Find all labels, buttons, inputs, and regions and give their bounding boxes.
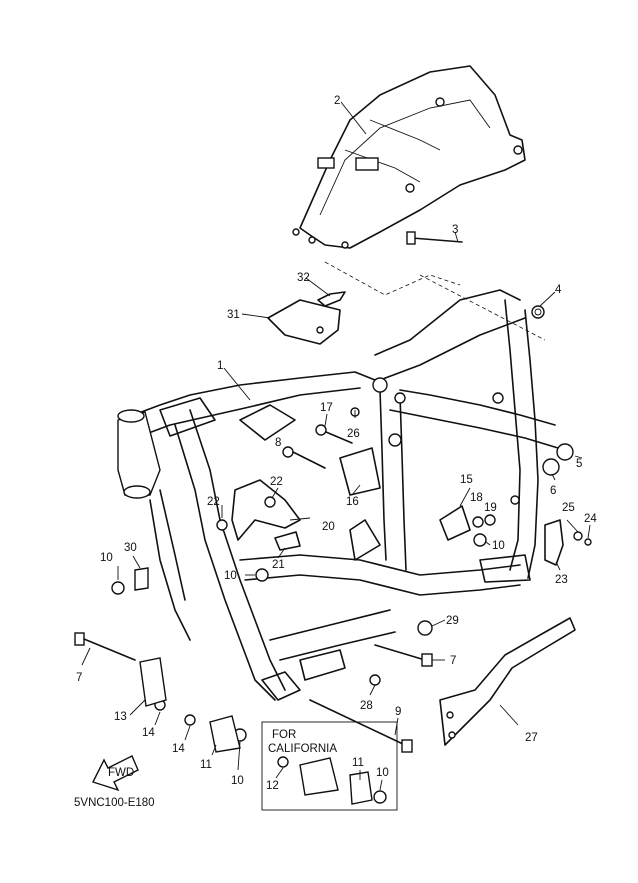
reference-line (419, 274, 546, 341)
callout-26: 26 (347, 428, 360, 440)
callout-8: 8 (275, 437, 281, 449)
main-frame-part (119, 289, 559, 701)
callout-18: 18 (470, 492, 483, 504)
bracket-part-11 (209, 715, 241, 753)
callout-3: 3 (452, 224, 458, 236)
callout-21: 21 (272, 559, 285, 571)
callout-22-lower: 22 (207, 496, 220, 508)
callout-numbers: 2 3 32 4 31 1 17 26 8 5 6 15 22 22 16 18… (76, 95, 597, 792)
callout-1: 1 (217, 360, 223, 372)
fwd-label: FWD (108, 767, 134, 779)
bolt-part-17 (315, 424, 353, 444)
callout-29: 29 (446, 615, 459, 627)
california-label-line2: CALIFORNIA (268, 743, 337, 755)
callout-12: 12 (266, 780, 279, 792)
bracket-part-13 (139, 657, 167, 707)
steering-head (117, 397, 296, 499)
callout-20: 20 (322, 521, 335, 533)
california-box: FOR CALIFORNIA (261, 721, 398, 811)
callout-9: 9 (395, 706, 401, 718)
bracket-part-15 (439, 505, 471, 541)
bracket-part-27 (439, 617, 576, 746)
california-label-line1: FOR (272, 729, 296, 741)
nut-part-4 (531, 305, 545, 319)
callout-19: 19 (484, 502, 497, 514)
callout-4: 4 (555, 284, 562, 296)
fasteners (111, 407, 592, 804)
bracket-part-23 (544, 519, 564, 566)
bolt-part-3 (406, 231, 463, 245)
callout-2: 2 (334, 95, 340, 107)
callout-30: 30 (124, 542, 137, 554)
bracket-part-16 (339, 447, 381, 496)
leader-lines (81, 101, 591, 791)
bracket-part-30 (134, 567, 149, 591)
bolt-part-7-front (74, 632, 136, 661)
callout-15: 15 (460, 474, 473, 486)
clip-part-32 (317, 291, 346, 307)
callout-10-left: 10 (100, 552, 113, 564)
callout-16: 16 (346, 496, 359, 508)
reference-line (324, 261, 461, 296)
callout-5: 5 (576, 458, 582, 470)
callout-7-right: 7 (450, 655, 456, 667)
callout-31: 31 (227, 309, 240, 321)
bracket-part-21 (274, 531, 301, 551)
callout-17: 17 (320, 402, 333, 414)
callout-6: 6 (550, 485, 556, 497)
bolt-part-7-rear (374, 644, 433, 667)
callout-32: 32 (297, 272, 310, 284)
callout-10-bottom: 10 (231, 775, 244, 787)
callout-22-upper: 22 (270, 476, 283, 488)
callout-27: 27 (525, 732, 538, 744)
bracket-part-20 (231, 479, 301, 541)
bolt-part-8 (282, 446, 326, 469)
callout-25: 25 (562, 502, 575, 514)
rear-fender-part (292, 65, 526, 249)
callout-11-left: 11 (200, 759, 212, 771)
callout-24: 24 (584, 513, 597, 525)
callout-10-right: 10 (492, 540, 505, 552)
callout-10-california: 10 (376, 767, 389, 779)
forward-arrow-icon: FWD (92, 755, 139, 792)
callout-10-middle: 10 (224, 570, 237, 582)
plate-part-31 (267, 299, 341, 345)
bolt-part-9 (309, 699, 413, 753)
callout-13: 13 (114, 711, 127, 723)
diagram-code: 5VNC100-E180 (74, 797, 155, 809)
callout-7-left: 7 (76, 672, 82, 684)
callout-14-left: 14 (142, 727, 155, 739)
callout-14-middle: 14 (172, 743, 185, 755)
callout-23: 23 (555, 574, 568, 586)
callout-11-california: 11 (352, 757, 364, 769)
callout-28: 28 (360, 700, 373, 712)
